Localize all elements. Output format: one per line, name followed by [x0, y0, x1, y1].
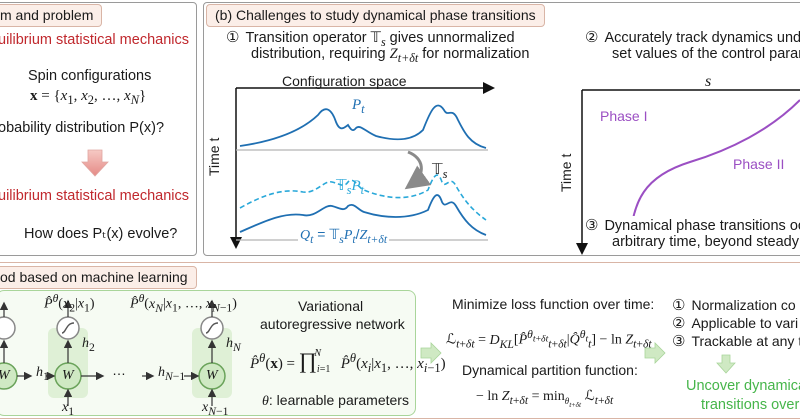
ts-label: 𝕋s: [432, 162, 448, 181]
hidden-dots: …: [112, 362, 126, 378]
challenge-2-line2: set values of the control parame: [612, 46, 800, 62]
spin-config-formula: x = {x1, x2, …, xN}: [30, 88, 147, 107]
evolve-question: How does Pₜ(x) evolve?: [24, 226, 178, 242]
w-label-n: W: [206, 368, 218, 383]
green-down-arrow-icon: [716, 354, 736, 374]
p2-label: P̂θ(xN|x1, …, xN−1): [130, 292, 237, 315]
autoregressive-network-diagram: [0, 299, 232, 406]
probability-question: obability distribution P(x)?: [0, 120, 165, 136]
uncover-text-1: Uncover dynamical: [686, 378, 800, 394]
tspt-label: 𝕋sPt: [336, 178, 365, 197]
panel-c-tag: od based on machine learning: [0, 266, 197, 289]
time-axis-label-2: Time t: [558, 153, 574, 192]
qt-curve: [239, 194, 487, 236]
s-axis-label: s: [705, 73, 712, 90]
panel-b-tag: (b) Challenges to study dynamical phase …: [206, 4, 545, 27]
equilibrium-text: uilibrium statistical mechanics: [0, 32, 189, 48]
panel-a: [0, 2, 197, 256]
spin-config-title: Spin configurations: [28, 68, 152, 84]
config-space-label: Configuration space: [282, 73, 407, 89]
uncover-text-2: transitions over t: [701, 397, 800, 413]
h2-label: h2: [82, 336, 95, 354]
pt-curve: [239, 104, 487, 149]
lnz-formula: − ln Zt+δt = minθt+δt ℒt+δt: [476, 389, 614, 409]
dyn-partition-text: Dynamical partition function:: [462, 362, 638, 378]
phase-2-label: Phase II: [733, 156, 785, 172]
ts-arrow: [404, 150, 432, 190]
van-title-1: Variational: [298, 298, 364, 314]
panel-a-tag: m and problem: [0, 4, 103, 27]
distribution-plot: [230, 82, 495, 249]
qt-label: Qt = 𝕋sPt/Zt+δt: [298, 226, 390, 246]
hn-label: hN: [226, 336, 241, 354]
right-arrow-icon-2: [644, 342, 666, 364]
p1-label: P̂θ(x2|x1): [44, 292, 95, 315]
w-label-2: W: [62, 368, 74, 383]
challenge-3-line2: arbitrary time, beyond steady sta: [612, 234, 800, 250]
van-title-2: autoregressive network: [260, 316, 405, 332]
time-axis-label: Time t: [206, 137, 222, 176]
down-arrow-icon: [81, 149, 109, 177]
minimize-text: Minimize loss function over time:: [452, 296, 655, 312]
tspt-curve: [239, 174, 487, 221]
product-formula: P̂θ(x) = ∏i=1N P̂θ(xi|x1, …, xi−1): [250, 348, 446, 375]
h1-label: h1: [36, 365, 49, 383]
hn1-label: hN−1: [158, 365, 186, 383]
sigmoid-node-n: [200, 316, 224, 340]
pt-label: Pt: [352, 97, 365, 116]
panel-b: [203, 2, 800, 256]
phase-plot: [576, 89, 800, 255]
xn1-label: xN−1: [202, 400, 229, 418]
x1-label: x1: [62, 400, 75, 418]
w-label-1: W: [0, 368, 10, 384]
nonequilibrium-text: uilibrium statistical mechanics: [0, 188, 189, 204]
phase-boundary-curve: [629, 99, 800, 246]
sigmoid-node-2: [56, 316, 80, 340]
theta-note: θ: learnable parameters: [262, 392, 409, 409]
right-arrow-icon-1: [420, 342, 442, 364]
phase-1-label: Phase I: [600, 108, 648, 124]
challenge-1-line2: distribution, requiring Zt+δt for normal…: [251, 46, 530, 65]
loss-formula: ℒt+δt = DKL[P̂θt+δtt+δt|Q̂θtt] − ln Zt+δ…: [446, 328, 652, 351]
